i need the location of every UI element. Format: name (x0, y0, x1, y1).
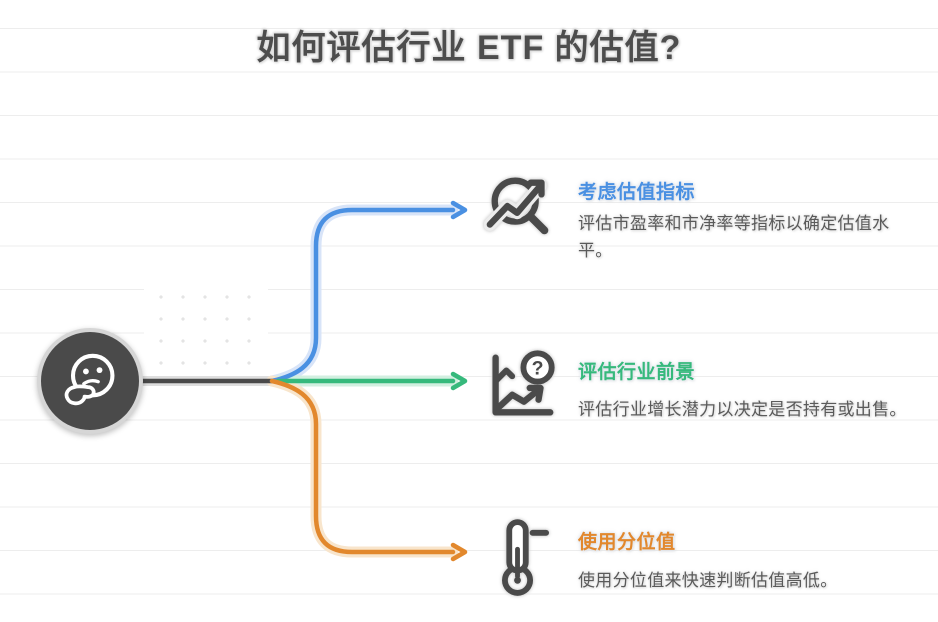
branch-title-percentile: 使用分位值 (578, 532, 676, 553)
branch-desc-valuation-metrics: 评估市盈率和市净率等指标以确定估值水平。 (578, 214, 890, 260)
branch-desc-percentile: 使用分位值来快速判断估值高低。 (578, 571, 838, 590)
central-topic-node (37, 328, 143, 434)
branch-line-valuation-metrics (269, 200, 468, 384)
page-title: 如何评估行业 ETF 的估值? (256, 29, 682, 67)
search-trend-icon (483, 170, 560, 251)
chart-question-icon: ? (480, 346, 560, 431)
branch-title-valuation-metrics: 考虑估值指标 (578, 182, 696, 203)
branch-line-halo-orange (266, 375, 459, 558)
thinking-face-icon (64, 353, 115, 406)
thermometer-icon (486, 516, 550, 605)
branch-desc-industry-outlook: 评估行业增长潜力以决定是否持有或出售。 (578, 400, 907, 419)
branch-line-percentile (269, 378, 468, 562)
branch-title-industry-outlook: 评估行业前景 (578, 362, 696, 383)
branch-line-halo-blue (266, 204, 459, 387)
svg-text:?: ? (532, 357, 544, 379)
dot-grid-decoration (144, 282, 268, 382)
